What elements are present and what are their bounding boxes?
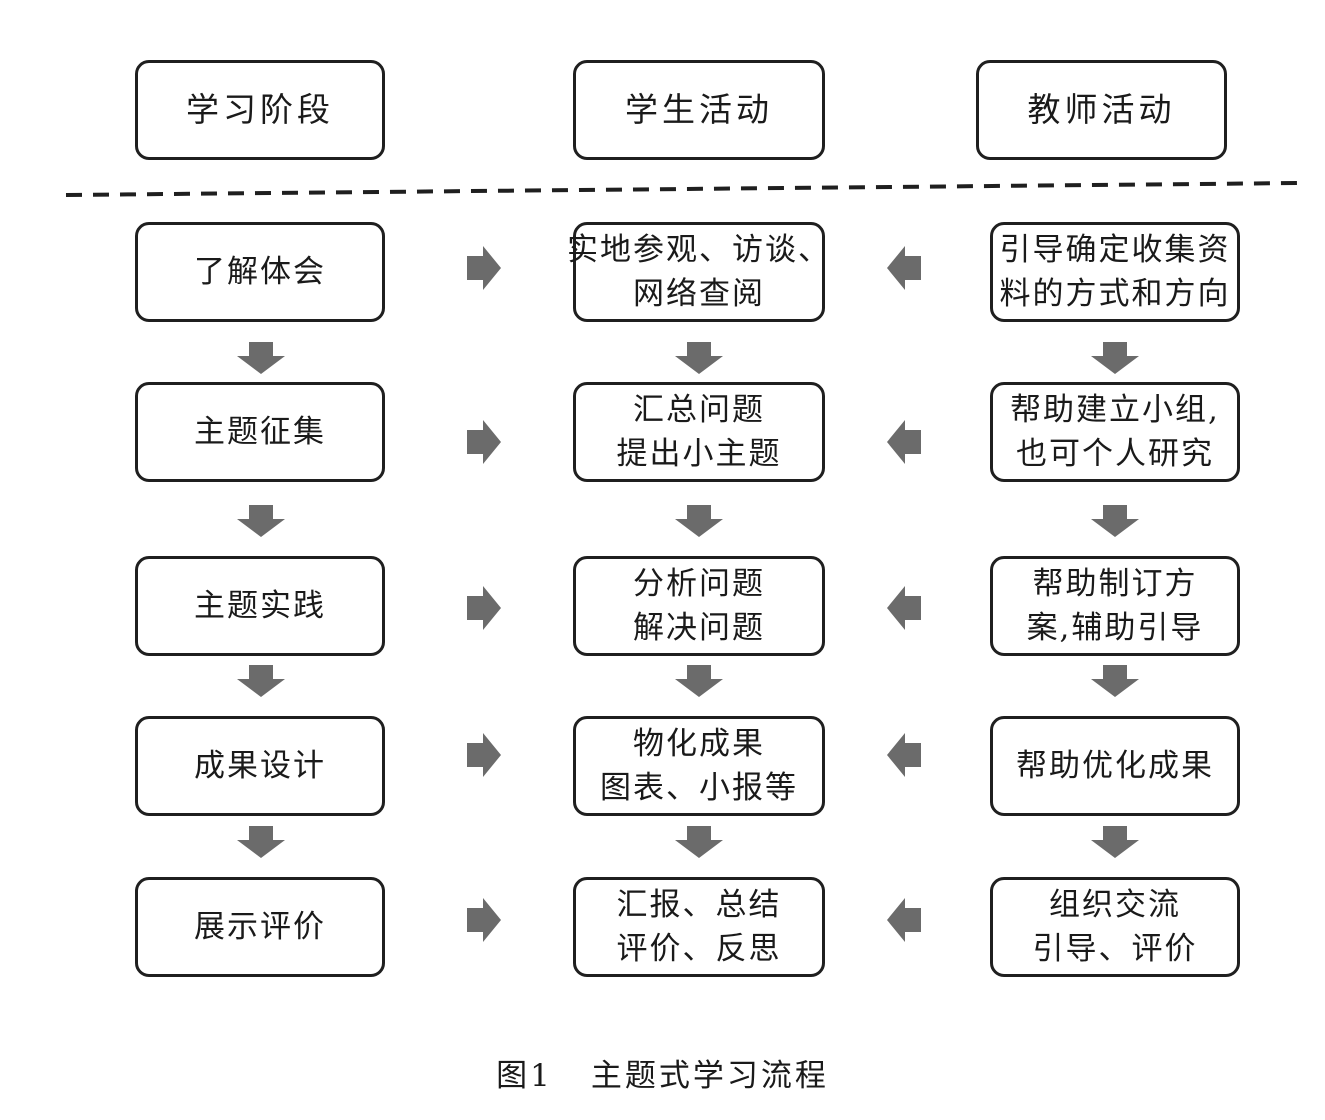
stage-label: 成果设计: [194, 748, 326, 784]
right-arrow-icon: [467, 733, 501, 777]
header-label-student-activity: 学生活动: [625, 90, 773, 129]
teacher-label: 帮助优化成果: [1016, 748, 1214, 784]
left-arrow-icon: [887, 733, 921, 777]
header-label-learning-stage: 学习阶段: [186, 90, 334, 129]
down-arrow-icon: [1091, 505, 1139, 537]
right-arrow-icon: [467, 246, 501, 290]
teacher-label: 帮助制订方案,辅助引导: [1026, 566, 1204, 646]
stage-box-result-design: 成果设计: [135, 716, 385, 816]
stage-box-topic-practice: 主题实践: [135, 556, 385, 656]
down-arrow-icon: [237, 505, 285, 537]
dashed-separator: [65, 181, 1301, 197]
down-arrow-icon: [1091, 826, 1139, 858]
header-box-teacher-activity: 教师活动: [976, 60, 1227, 160]
down-arrow-icon: [675, 826, 723, 858]
stage-label: 主题征集: [194, 414, 326, 450]
student-box-row1: 实地参观、访谈、网络查阅: [567, 222, 829, 322]
left-arrow-icon: [887, 246, 921, 290]
figure-title: 主题式学习流程: [590, 1058, 829, 1094]
teacher-box-row4: 帮助优化成果: [990, 716, 1240, 816]
down-arrow-icon: [675, 665, 723, 697]
down-arrow-icon: [1091, 342, 1139, 374]
teacher-box-row3: 帮助制订方案,辅助引导: [990, 556, 1240, 656]
teacher-box-row2: 帮助建立小组,也可个人研究: [990, 382, 1240, 482]
down-arrow-icon: [675, 342, 723, 374]
figure-caption: 图1 主题式学习流程: [0, 1050, 1325, 1095]
header-box-learning-stage: 学习阶段: [135, 60, 385, 160]
right-arrow-icon: [467, 898, 501, 942]
student-label: 汇总问题提出小主题: [616, 392, 782, 472]
teacher-box-row5: 组织交流引导、评价: [990, 877, 1240, 977]
teacher-label: 组织交流引导、评价: [1032, 887, 1198, 967]
down-arrow-icon: [1091, 665, 1139, 697]
student-label: 物化成果图表、小报等: [600, 726, 798, 806]
teacher-label: 引导确定收集资料的方式和方向: [999, 232, 1231, 312]
left-arrow-icon: [887, 898, 921, 942]
student-label: 分析问题解决问题: [633, 566, 765, 646]
stage-label: 了解体会: [194, 254, 326, 290]
stage-label: 主题实践: [194, 588, 326, 624]
stage-box-presentation: 展示评价: [135, 877, 385, 977]
stage-label: 展示评价: [194, 909, 326, 945]
student-box-row4: 物化成果图表、小报等: [573, 716, 825, 816]
teacher-box-row1: 引导确定收集资料的方式和方向: [990, 222, 1240, 322]
header-box-student-activity: 学生活动: [573, 60, 825, 160]
down-arrow-icon: [237, 342, 285, 374]
stage-box-understand: 了解体会: [135, 222, 385, 322]
student-box-row5: 汇报、总结评价、反思: [573, 877, 825, 977]
left-arrow-icon: [887, 420, 921, 464]
teacher-label: 帮助建立小组,也可个人研究: [1010, 392, 1220, 472]
student-box-row2: 汇总问题提出小主题: [573, 382, 825, 482]
down-arrow-icon: [675, 505, 723, 537]
student-label: 实地参观、访谈、网络查阅: [567, 232, 831, 312]
student-box-row3: 分析问题解决问题: [573, 556, 825, 656]
right-arrow-icon: [467, 586, 501, 630]
student-label: 汇报、总结评价、反思: [616, 887, 782, 967]
header-label-teacher-activity: 教师活动: [1027, 90, 1176, 129]
stage-box-topic-collection: 主题征集: [135, 382, 385, 482]
down-arrow-icon: [237, 826, 285, 858]
left-arrow-icon: [887, 586, 921, 630]
down-arrow-icon: [237, 665, 285, 697]
figure-number: 图1: [496, 1058, 553, 1094]
right-arrow-icon: [467, 420, 501, 464]
